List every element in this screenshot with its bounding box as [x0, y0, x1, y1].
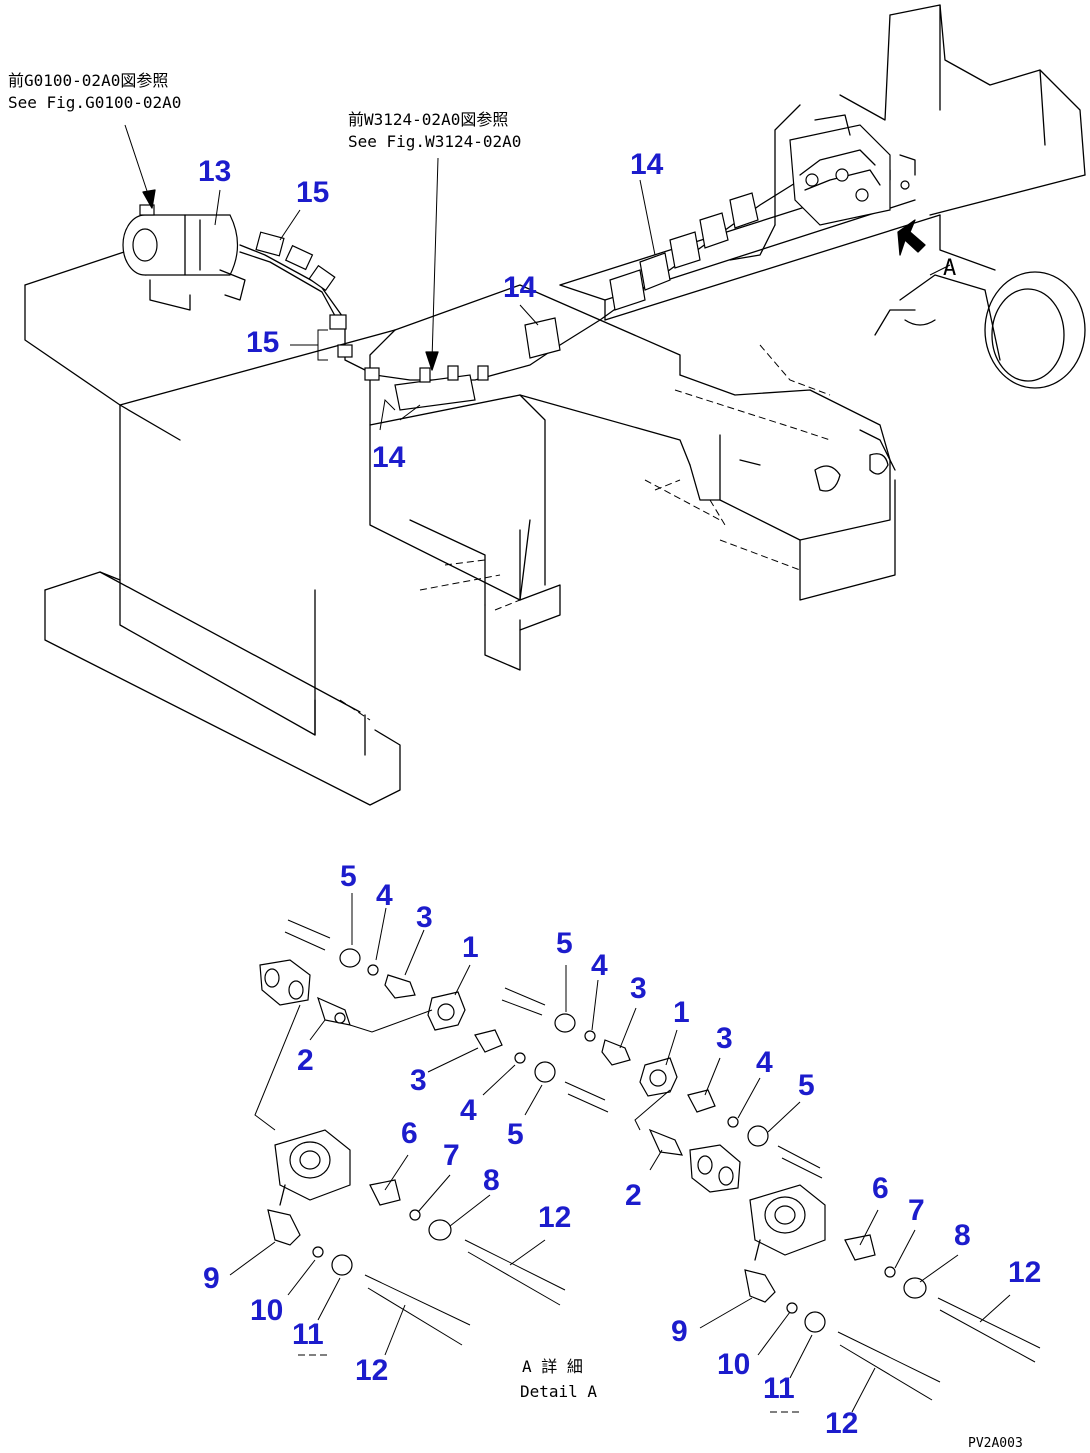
drawing-code: PV2A003 — [968, 1436, 1023, 1451]
callout-2: 2 — [297, 1044, 314, 1077]
callout-4: 4 — [591, 949, 608, 982]
upper-callouts: 13 15 15 14 14 14 — [198, 148, 664, 474]
callout-12: 12 — [1008, 1256, 1041, 1289]
upper-leader-lines — [124, 124, 951, 431]
machine-frame — [24, 4, 1086, 806]
callout-5: 5 — [507, 1118, 524, 1151]
callout-2: 2 — [625, 1179, 642, 1212]
ref2-line2: See Fig.W3124-02A0 — [348, 132, 521, 151]
callout-1: 1 — [673, 996, 690, 1029]
callout-3: 3 — [416, 901, 433, 934]
callout-9: 9 — [203, 1262, 220, 1295]
callout-14: 14 — [630, 148, 664, 181]
lower-callouts: 5 4 3 1 2 3 4 5 6 7 8 12 9 10 11 12 5 4 … — [203, 860, 1041, 1440]
callout-8: 8 — [483, 1164, 500, 1197]
wiring-harness — [122, 114, 926, 411]
callout-6: 6 — [401, 1117, 418, 1150]
callout-4: 4 — [756, 1046, 773, 1079]
callout-11: 11 — [292, 1318, 324, 1351]
callout-15: 15 — [246, 326, 279, 359]
view-label-a: A — [943, 256, 956, 281]
callout-4: 4 — [376, 879, 393, 912]
callout-10: 10 — [717, 1348, 750, 1381]
callout-14: 14 — [372, 441, 406, 474]
callout-11: 11 — [763, 1372, 795, 1405]
callout-6: 6 — [872, 1172, 889, 1205]
callout-14: 14 — [503, 271, 537, 304]
callout-7: 7 — [908, 1194, 925, 1227]
detail-title-line1: A 詳 細 — [522, 1357, 583, 1376]
callout-13: 13 — [198, 155, 231, 188]
callout-12: 12 — [355, 1354, 388, 1387]
callout-9: 9 — [671, 1315, 688, 1348]
ref2-line1: 前W3124-02A0図参照 — [348, 110, 508, 129]
callout-10: 10 — [250, 1294, 283, 1327]
callout-3: 3 — [410, 1064, 427, 1097]
callout-15: 15 — [296, 176, 329, 209]
callout-5: 5 — [556, 927, 573, 960]
callout-12: 12 — [538, 1201, 571, 1234]
callout-4: 4 — [460, 1094, 477, 1127]
callout-5: 5 — [798, 1069, 815, 1102]
detail-a-parts — [254, 919, 1041, 1401]
ref1-line2: See Fig.G0100-02A0 — [8, 93, 181, 112]
callout-12: 12 — [825, 1407, 858, 1440]
lower-leader-lines — [229, 893, 1011, 1413]
detail-title-line2: Detail A — [520, 1382, 597, 1401]
ref1-line1: 前G0100-02A0図参照 — [8, 71, 168, 90]
callout-8: 8 — [954, 1219, 971, 1252]
callout-7: 7 — [443, 1139, 460, 1172]
callout-5: 5 — [340, 860, 357, 893]
callout-1: 1 — [462, 931, 479, 964]
callout-3: 3 — [630, 972, 647, 1005]
callout-3: 3 — [716, 1022, 733, 1055]
reference-notes: 前G0100-02A0図参照 See Fig.G0100-02A0 前W3124… — [8, 71, 1023, 1451]
